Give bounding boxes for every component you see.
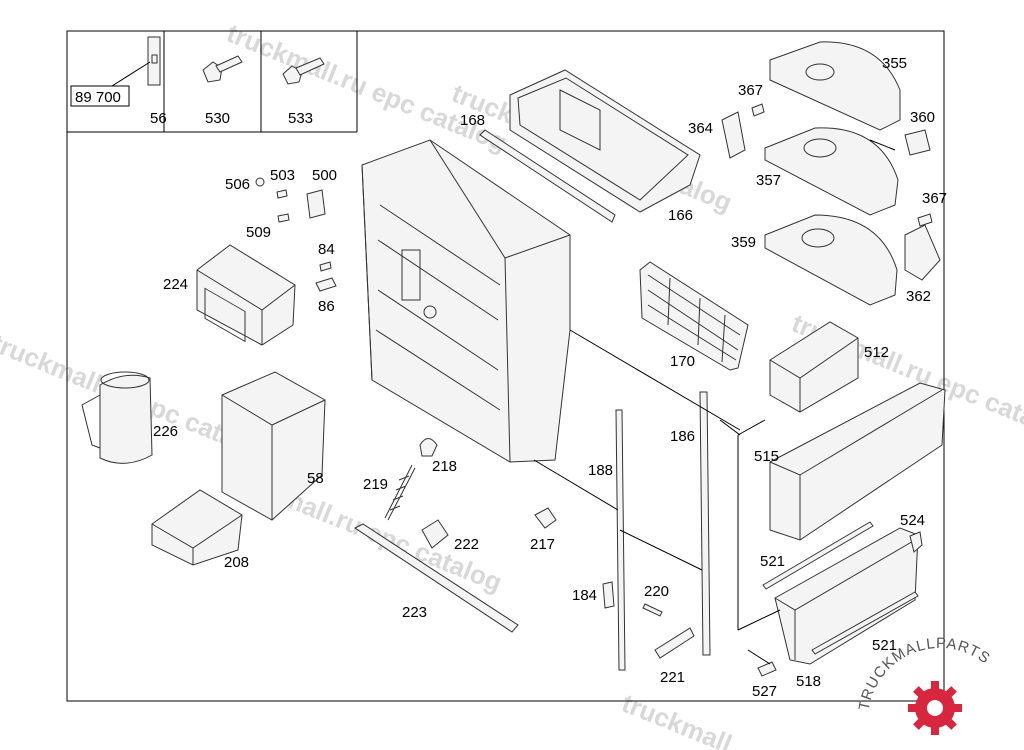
part-label: 220 [644, 583, 669, 600]
strip-521a [762, 521, 874, 590]
hood-357 [764, 127, 899, 216]
part-label: 221 [660, 669, 685, 686]
hood-355 [769, 41, 901, 131]
part-label: 521 [872, 637, 897, 654]
screw-503 [276, 189, 288, 199]
part-label: 518 [796, 673, 821, 690]
box-512 [769, 321, 859, 413]
part-label: 364 [688, 120, 713, 137]
part-label: 355 [882, 55, 907, 72]
bracket-221 [654, 627, 695, 659]
part-label: 357 [756, 172, 781, 189]
screw-527 [757, 661, 777, 677]
part-label: 56 [150, 110, 167, 127]
part-label: 359 [731, 234, 756, 251]
part-label: 208 [224, 554, 249, 571]
part-label: 500 [312, 167, 337, 184]
hood-359 [764, 214, 898, 306]
part-label: 367 [922, 190, 947, 207]
part-label: 362 [906, 288, 931, 305]
part-label: 512 [864, 344, 889, 361]
part-label: 166 [668, 207, 693, 224]
clamp-222 [421, 519, 449, 549]
bracket-56 [147, 36, 161, 86]
part-labels: 89 700 56 530 533 168 166 355 367 364 36… [75, 55, 947, 700]
part-label: 509 [246, 224, 271, 241]
bracket-364 [721, 111, 746, 159]
clip-184 [602, 581, 615, 609]
plate-86 [315, 277, 337, 292]
net-170 [639, 261, 749, 371]
shelf-515 [769, 382, 946, 541]
spring-219 [384, 464, 416, 521]
part-label: 58 [307, 470, 324, 487]
part-label: 84 [318, 241, 335, 258]
kettle-226 [81, 371, 153, 464]
lid-166 [509, 69, 701, 213]
part-label: 367 [738, 82, 763, 99]
rod-188 [615, 409, 626, 671]
bolt-367b [917, 213, 933, 227]
part-label: 188 [588, 462, 613, 479]
part-label: 168 [460, 112, 485, 129]
part-label: 219 [363, 476, 388, 493]
clip-360 [904, 129, 931, 156]
tray-208 [151, 489, 243, 566]
part-label: 506 [225, 176, 250, 193]
part-label: 527 [752, 683, 777, 700]
part-label: 503 [270, 167, 295, 184]
part-label: 224 [163, 276, 188, 293]
header-parts-table [67, 31, 358, 133]
screw-524 [909, 531, 923, 553]
ref-number: 89 700 [75, 89, 121, 106]
bolt-533 [282, 57, 325, 85]
part-label: 222 [454, 536, 479, 553]
knob-218 [419, 438, 438, 457]
part-label: 170 [670, 353, 695, 370]
ref-box [70, 85, 130, 107]
bolt-367a [751, 103, 765, 117]
nut-506 [255, 177, 265, 187]
screw-509 [277, 213, 290, 223]
part-label: 86 [318, 298, 335, 315]
plug-217 [534, 507, 557, 529]
part-label: 186 [670, 428, 695, 445]
holder-58 [221, 371, 326, 521]
pin-220 [642, 603, 663, 617]
strip-521b [811, 591, 919, 655]
part-label: 184 [572, 587, 597, 604]
cabinet-main [361, 139, 571, 463]
leader-lines [533, 139, 896, 665]
part-label: 217 [530, 536, 555, 553]
plate-500 [306, 189, 326, 219]
clip-84 [319, 261, 332, 272]
part-label: 515 [754, 448, 779, 465]
part-label: 521 [760, 553, 785, 570]
strip-168 [479, 129, 616, 223]
watermark: truckmall [618, 688, 736, 750]
part-label: 223 [402, 604, 427, 621]
part-label: 524 [900, 512, 925, 529]
part-label: 218 [432, 458, 457, 475]
rail-223 [354, 523, 519, 633]
part-label: 360 [910, 109, 935, 126]
part-label: 530 [205, 110, 230, 127]
bolt-530 [202, 55, 243, 83]
microwave-224 [196, 244, 296, 346]
gear-logo-icon [908, 681, 962, 735]
shelf-518 [774, 527, 919, 665]
bracket-362 [904, 224, 941, 281]
rod-186 [699, 391, 711, 656]
part-label: 226 [153, 423, 178, 440]
diagram-frame [66, 30, 945, 702]
part-label: 533 [288, 110, 313, 127]
